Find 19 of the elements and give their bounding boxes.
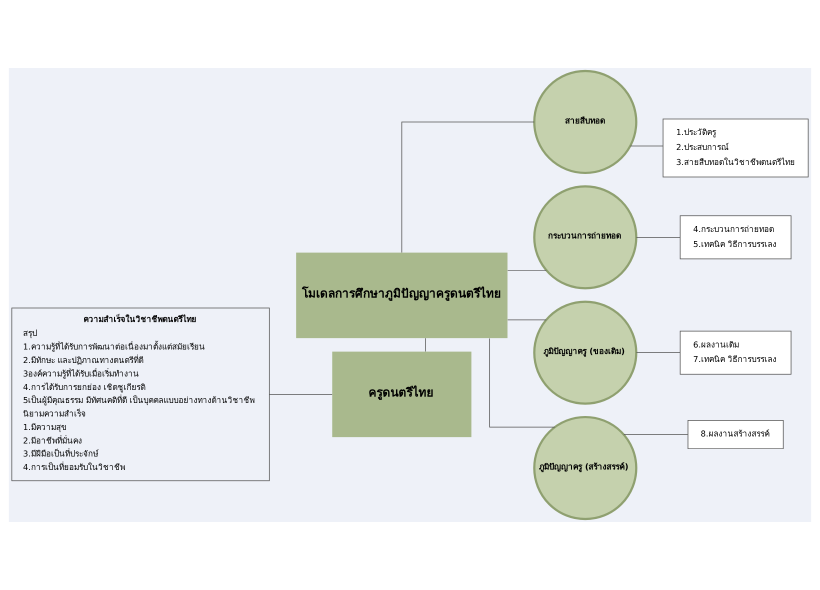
connector bbox=[401, 122, 535, 253]
node-box: 6.ผลงานเดิม 7.เทคนิค วิธีการบรรเลง bbox=[680, 330, 792, 375]
node-circle: ภูมิปัญญาครู (สร้างสรรค์) bbox=[533, 416, 638, 520]
node-box: โมเดลการศึกษาภูมิปัญญาครูดนตรีไทย bbox=[296, 252, 508, 338]
node-box: ความสำเร็จในวิชาชีพดนตรีไทย สรุป 1.ความรู้ที่ได้รับการพัฒนาต่อเนื่องมาตั้งแต่สมัยเรียน 2.มีทักษะ และปฏิภาณทางดนตรีที่ดี 3องค์ความรู้ที่ได้รับเมื่อเริ่มทำงาน 4.การได้รับการยกย่อง เชิดชูเกียรติ 5เป็นผู้มีคุณธรรม มีทัศนคติที่ดี เป็นบุคคลแบบอย่างทางด้านวิชาชีพ นิยามความสำเร็จ 1.มีความสุข 2.มีอาชีพที่มั่นคง 3.มีฝีมือเป็นที่ประจักษ์ 4.การเป็นที่ยอมรับในวิชาชีพ bbox=[11, 308, 270, 482]
node-circle: ภูมิปัญญาครู (ของเดิม) bbox=[533, 300, 638, 405]
connector bbox=[269, 394, 333, 395]
connector bbox=[636, 236, 680, 238]
node-circle: สายสืบทอด bbox=[533, 70, 638, 174]
connector bbox=[507, 270, 547, 271]
connector bbox=[489, 338, 556, 428]
node-circle: กระบวนการถ่ายทอด bbox=[533, 185, 638, 290]
connector bbox=[425, 338, 426, 352]
node-box: 1.ประวัติครู 2.ประสบการณ์ 3.สายสืบทอดในวิชาชีพดนตรีไทย bbox=[662, 118, 809, 178]
node-box: 4.กระบวนการถ่ายทอด 5.เทคนิค วิธีการบรรเลง bbox=[680, 215, 792, 260]
node-box: ครูดนตรีไทย bbox=[332, 352, 472, 438]
node-box: 8.ผลงานสร้างสรรค์ bbox=[688, 420, 784, 450]
connector bbox=[623, 434, 688, 435]
connector bbox=[636, 352, 680, 354]
